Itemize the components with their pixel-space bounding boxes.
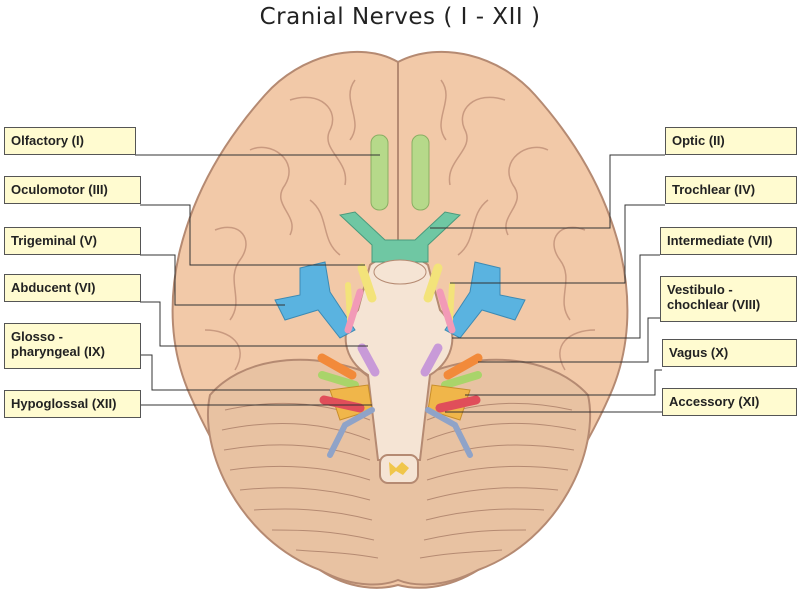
leader-trochlear	[450, 204, 665, 284]
abducent-right	[420, 343, 443, 377]
label-accessory: Accessory (XI)	[662, 388, 797, 416]
label-oculomotor: Oculomotor (III)	[4, 176, 141, 204]
label-trochlear: Trochlear (IV)	[665, 176, 797, 204]
leader-vestibulo	[478, 317, 660, 363]
trigeminal-left	[274, 261, 356, 339]
leader-glosso	[140, 354, 330, 391]
olfactory-bulb-left	[370, 134, 389, 211]
oculomotor-left	[357, 263, 377, 303]
label-olfactory: Olfactory (I)	[4, 127, 136, 155]
leader-intermediate	[452, 254, 660, 339]
hypoglossal-left	[327, 407, 375, 458]
optic-chiasm	[338, 211, 462, 263]
gyri	[204, 79, 596, 371]
glossopharyngeal-left	[318, 371, 359, 389]
label-hypoglossal: Hypoglossal (XII)	[4, 390, 141, 418]
label-abducent: Abducent (VI)	[4, 274, 141, 302]
hypoglossal-right	[425, 407, 473, 458]
leader-vagus	[465, 369, 662, 396]
label-optic: Optic (II)	[665, 127, 797, 155]
leader-trigeminal	[140, 254, 285, 306]
leader-optic	[430, 154, 665, 229]
glossopharyngeal-right	[441, 371, 482, 389]
intermediate-left	[344, 288, 364, 334]
cerebellar-folia	[221, 402, 577, 559]
label-trigeminal: Trigeminal (V)	[4, 227, 141, 255]
intermediate-right	[436, 288, 456, 334]
pituitary	[373, 259, 427, 285]
label-glossopharyngeal: Glosso - pharyngeal (IX)	[4, 323, 141, 369]
vestibulocochlear-right	[443, 353, 483, 380]
accessory-right	[435, 395, 481, 413]
leader-abducent	[140, 301, 368, 347]
grey-matter	[389, 462, 409, 476]
label-vestibulocochlear: Vestibulo - chochlear (VIII)	[660, 276, 797, 322]
leader-oculomotor	[140, 204, 365, 266]
leader-lines	[135, 154, 665, 413]
trigeminal-right	[444, 261, 526, 339]
vestibulocochlear-left	[317, 353, 357, 380]
page-title: Cranial Nerves ( I - XII )	[259, 4, 541, 30]
abducent-left	[357, 343, 380, 377]
label-intermediate: Intermediate (VII)	[660, 227, 797, 255]
olfactory-bulb-right	[411, 134, 430, 211]
accessory-left	[319, 395, 365, 413]
oculomotor-right	[423, 263, 443, 303]
label-vagus: Vagus (X)	[662, 339, 797, 367]
